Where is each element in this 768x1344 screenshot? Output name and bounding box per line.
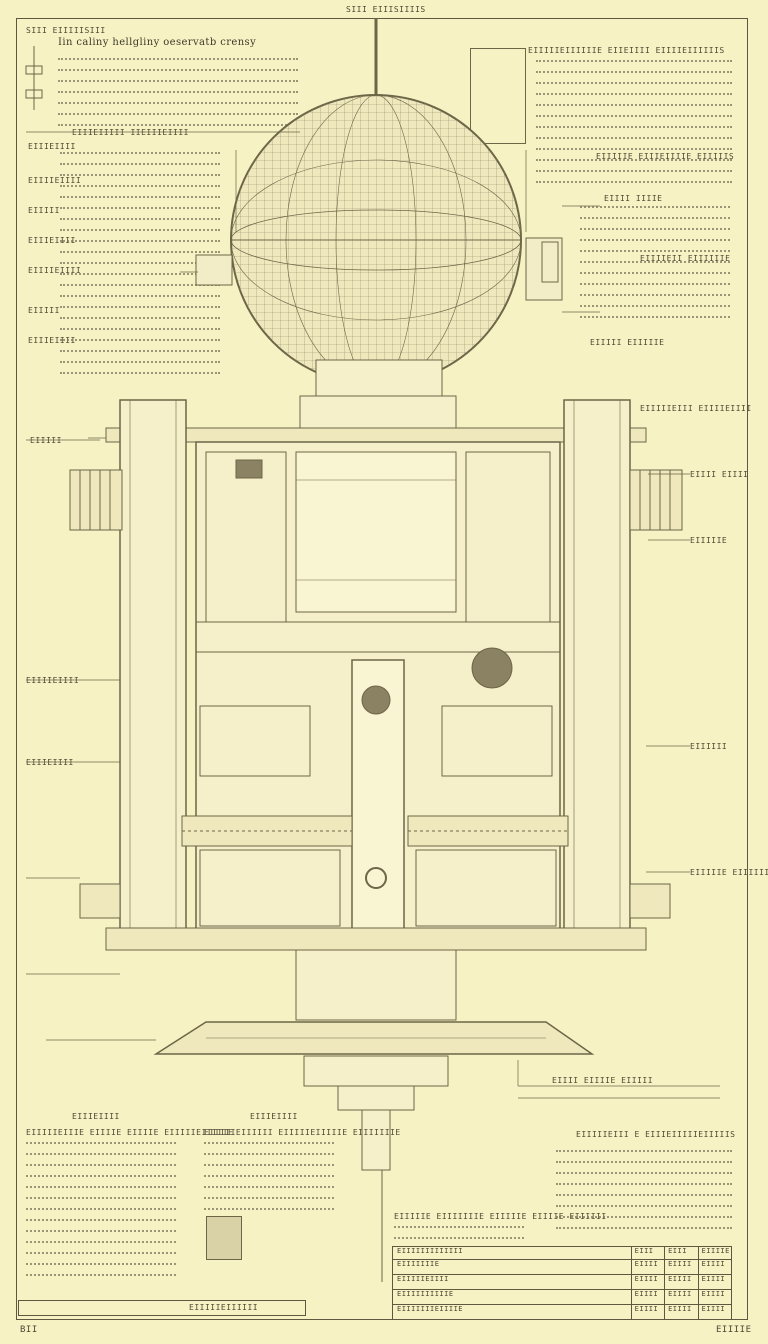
table-header-cell: EIII (632, 1247, 666, 1259)
table-cell: EIIII (665, 1260, 699, 1274)
right-port (471, 647, 513, 689)
right-sub-header: EIIIIIE EIIIEIIIIE EIIIIIS (596, 152, 735, 161)
right-label: EIIII IIIIE (604, 194, 663, 203)
table-cell: EIIII (701, 1305, 726, 1313)
left-label: EIIIII (28, 306, 60, 315)
right-lower-unit (629, 883, 671, 919)
revision-box (470, 48, 526, 144)
right-label: EIIIII EIIIIIE (590, 338, 665, 347)
table-row: EIIIIIIIE EIIII EIIII EIIII (393, 1260, 731, 1275)
right-label: EIIII EIIII (690, 470, 749, 479)
bottom-left-header: EIIIEIIII (72, 1112, 120, 1121)
left-label: EIIIIEIIII (26, 676, 80, 685)
bottom-mid-title: EIIIIIEIIIIII EIIIIIEIIIIIE EIIIIIIIE (204, 1128, 401, 1137)
bottom-right-notes (556, 1150, 732, 1238)
table-header-row: EIIIIIIIIIIIII EIII EIII EIIIIE (393, 1247, 731, 1260)
left-label: EIIIII (30, 436, 62, 445)
bottom-left-notes (26, 1142, 176, 1285)
left-label: EIIIIEIIII (28, 176, 82, 185)
footer-strip: EIIIIIEIIIIII (18, 1300, 306, 1316)
footer-right: EIIIIE (716, 1325, 752, 1335)
left-label: EIIIII (28, 206, 60, 215)
table-cell: EIIII (665, 1305, 699, 1319)
table-row: EIIIIIIIEIIIIE EIIII EIIII EIIII (393, 1305, 731, 1319)
left-lower-unit (79, 883, 121, 919)
table-row: EIIIIIEIIII EIIII EIIII EIIII (393, 1275, 731, 1290)
base-stem (361, 1109, 391, 1171)
table-cell: EIIIIIIIE (393, 1260, 632, 1274)
sphere-side-unit-right (525, 237, 563, 301)
left-label: EIIIIEIIII (28, 266, 82, 275)
right-column (563, 399, 631, 933)
gauge-icon (25, 46, 43, 110)
left-callout-list: EIIIEIIII EIIIIEIIII EIIIII EIIIEIIII EI… (26, 140, 226, 390)
right-label: EIIII EIIIIE EIIIII (552, 1076, 654, 1085)
lower-deck (105, 927, 647, 951)
table-cell: EIIIIIIIEIIIIE (393, 1305, 632, 1319)
table-header-cell: EIII (665, 1247, 699, 1259)
right-turbine (629, 469, 683, 531)
table-cell: EIIII (665, 1290, 699, 1304)
left-turbine (69, 469, 123, 531)
footer-left: BII (20, 1325, 38, 1335)
left-label: EIIIEIIII (28, 336, 76, 345)
right-section-header: EIIIIIEIIIIIIE EIIEIIII EIIIIEIIIIIIS (528, 46, 725, 55)
leader-lines (26, 131, 720, 1099)
bottom-left-title: EIIIIIEIIIE EIIIIE EIIIIE EIIIIIEIIIIIE (26, 1128, 234, 1137)
table-row: EIIIIIIIIIIE EIIII EIIII EIIII (393, 1290, 731, 1305)
table-cell: EIIII (632, 1275, 666, 1289)
drawing-title: Iin caliny hellgliny oeservatb crensy (58, 37, 257, 48)
left-callout-lines (60, 152, 220, 383)
right-top-notes (536, 60, 732, 192)
footer-mid: EIIIIIEIIIIII (189, 1303, 259, 1312)
central-tank (295, 451, 457, 613)
left-section-header: EIIIEIIIII IIEIIIEIIII (72, 128, 189, 137)
left-label: EIIIEIIII (26, 758, 74, 767)
shaft-port-upper (361, 685, 391, 715)
swatch-box (206, 1216, 242, 1260)
left-column (119, 399, 187, 933)
table-header-cell: EIIIIE (701, 1247, 730, 1255)
notes-title: EIIIIIE EIIIIIIIE EIIIIIE EIIIIE EIIIIII (394, 1212, 607, 1221)
table-cell: EIIII (701, 1260, 726, 1268)
drawing-frame (16, 18, 748, 1320)
table-cell: EIIII (632, 1290, 666, 1304)
table-header-cell: EIIIIIIIIIIIII (393, 1247, 632, 1259)
right-callout-lines (580, 206, 730, 327)
right-label: EIIIIIE EIIIIIIE (690, 868, 768, 877)
table-cell: EIIIIIIIIIIE (393, 1290, 632, 1304)
sphere-dome (230, 94, 522, 386)
bottom-right-title: EIIIIIEIII E EIIIEIIIIIEIIIIIS (576, 1130, 736, 1139)
left-label: EIIIEIIII (28, 236, 76, 245)
sphere-side-unit-left (195, 254, 233, 286)
table-cell: EIIII (701, 1290, 726, 1298)
table-cell: EIIII (632, 1305, 666, 1319)
bottom-mid-header: EIIIEIIII (250, 1112, 298, 1121)
corner-label: SIII EIIIIISIII (26, 26, 106, 35)
left-top-notes (58, 58, 298, 135)
right-label: EIIIIIE (690, 536, 728, 545)
left-label: EIIIEIIII (28, 142, 76, 151)
right-label: EIIIIII (690, 742, 728, 751)
shaft-port-lower (365, 867, 387, 889)
table-cell: EIIII (701, 1275, 726, 1283)
right-label: EIIIIIEIII EIIIIEIIII (640, 404, 752, 413)
parts-table: EIIIIIIIIIIIII EIII EIII EIIIIE EIIIIIII… (392, 1246, 732, 1320)
bottom-mid-notes (204, 1142, 334, 1219)
notes-lines (394, 1226, 524, 1248)
top-label: SIII EIIISIIIIS (346, 5, 426, 14)
table-cell: EIIII (632, 1260, 666, 1274)
table-cell: EIIII (665, 1275, 699, 1289)
right-label: EIIIIEII EIIIIIIE (640, 254, 731, 263)
table-cell: EIIIIIEIIII (393, 1275, 632, 1289)
dark-window (235, 459, 263, 479)
